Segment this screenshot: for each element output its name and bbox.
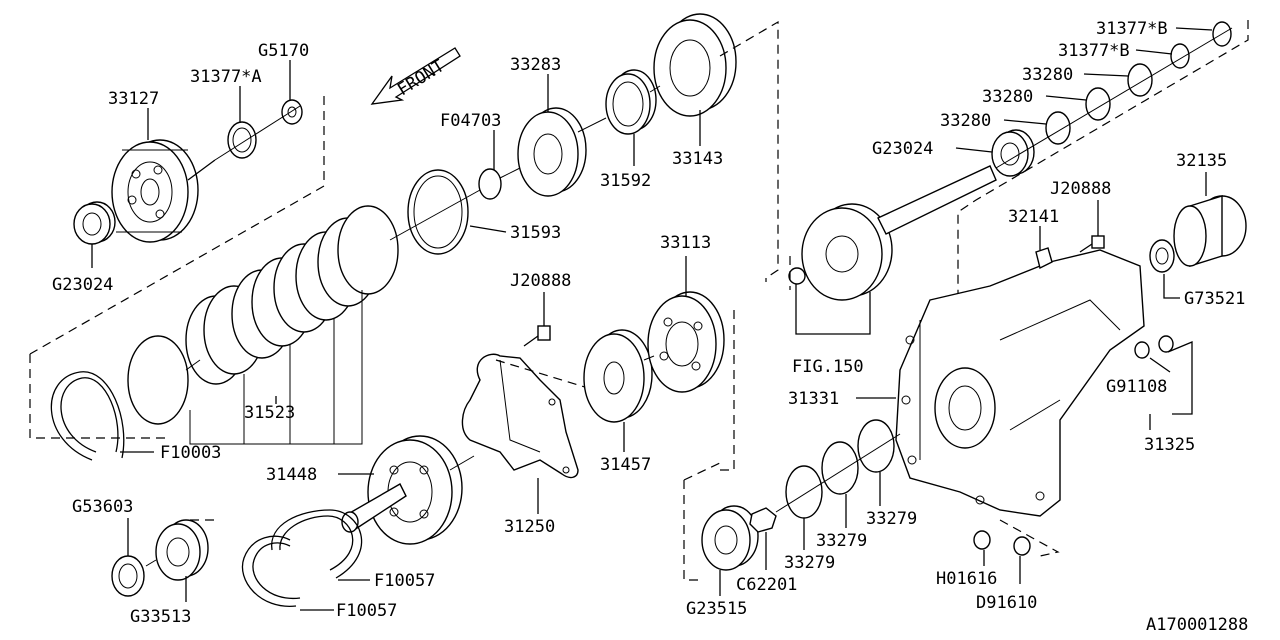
- clip-32141[interactable]: [1035, 247, 1053, 270]
- ring-33279-c[interactable]: [857, 419, 895, 473]
- label-g5170: G5170: [258, 41, 309, 61]
- snap-ring-f10003[interactable]: [50, 371, 125, 461]
- label-g33513: G33513: [130, 607, 191, 627]
- ring-33280-b[interactable]: [1085, 87, 1111, 121]
- label-33113: 33113: [660, 233, 711, 253]
- label-33279-a: 33279: [784, 553, 835, 573]
- bearing-g23024-left[interactable]: [73, 201, 116, 245]
- gear-33113[interactable]: [647, 291, 725, 393]
- ring-33280-c[interactable]: [1045, 111, 1071, 145]
- washer-g5170[interactable]: [281, 99, 303, 125]
- ring-f04703[interactable]: [478, 168, 502, 200]
- front-arrow-icon: [370, 47, 461, 105]
- washer-d91610[interactable]: [1013, 536, 1031, 556]
- plug-h01616[interactable]: [973, 530, 991, 550]
- nut-c62201[interactable]: [749, 507, 777, 533]
- ring-31592[interactable]: [605, 69, 657, 135]
- label-f10057-a: F10057: [374, 571, 435, 591]
- label-31523: 31523: [244, 403, 295, 423]
- label-31377b-2: 31377*B: [1058, 41, 1130, 61]
- label-33127: 33127: [108, 89, 159, 109]
- label-31457: 31457: [600, 455, 651, 475]
- label-31325: 31325: [1144, 435, 1195, 455]
- label-31377a: 31377*A: [190, 67, 262, 87]
- label-33279-c: 33279: [866, 509, 917, 529]
- label-31331: 31331: [788, 389, 839, 409]
- label-31592: 31592: [600, 171, 651, 191]
- seal-g73521[interactable]: [1149, 239, 1175, 273]
- label-g53603: G53603: [72, 497, 133, 517]
- label-32141: 32141: [1008, 207, 1059, 227]
- bolt-j20888-right[interactable]: [1079, 235, 1105, 253]
- ring-33280-a[interactable]: [1127, 63, 1153, 97]
- label-f04703: F04703: [440, 111, 501, 131]
- ring-33279-b[interactable]: [821, 441, 859, 495]
- label-33280-c: 33280: [940, 111, 991, 131]
- label-g23515: G23515: [686, 599, 747, 619]
- label-c62201: C62201: [736, 575, 797, 595]
- label-31250: 31250: [504, 517, 555, 537]
- ring-31377b-2[interactable]: [1170, 43, 1190, 69]
- transfer-case-31331[interactable]: [895, 249, 1145, 517]
- label-31448: 31448: [266, 465, 317, 485]
- label-32135: 32135: [1176, 151, 1227, 171]
- plug-g91108[interactable]: [1134, 335, 1174, 359]
- label-g91108: G91108: [1106, 377, 1167, 397]
- label-d91610: D91610: [976, 593, 1037, 613]
- label-g73521: G73521: [1184, 289, 1245, 309]
- leader-lines: [91, 27, 1213, 611]
- label-f10057-b: F10057: [336, 601, 397, 621]
- bearing-g23024-right[interactable]: [991, 129, 1035, 177]
- label-h01616: H01616: [936, 569, 997, 589]
- figure-id: A170001288: [1146, 615, 1248, 635]
- label-33280-a: 33280: [1022, 65, 1073, 85]
- bearing-g33513[interactable]: [155, 519, 209, 581]
- cover-31250[interactable]: [461, 353, 579, 479]
- ring-31377a[interactable]: [227, 121, 257, 159]
- label-31377b-top: 31377*B: [1096, 19, 1168, 39]
- bolt-j20888-mid[interactable]: [523, 325, 551, 347]
- label-j20888-mid: J20888: [510, 271, 571, 291]
- gear-31457[interactable]: [583, 329, 653, 423]
- label-g23024-left: G23024: [52, 275, 113, 295]
- drum-33143[interactable]: [653, 13, 737, 117]
- drum-33127[interactable]: [111, 139, 216, 243]
- bushing-fig150[interactable]: [788, 267, 806, 285]
- disc-33283[interactable]: [517, 107, 587, 197]
- label-fig150: FIG.150: [792, 357, 864, 377]
- seal-g53603[interactable]: [111, 555, 145, 597]
- output-shaft-fig150[interactable]: [801, 165, 997, 301]
- label-j20888-right: J20888: [1050, 179, 1111, 199]
- label-31593: 31593: [510, 223, 561, 243]
- label-f10003: F10003: [160, 443, 221, 463]
- label-33279-b: 33279: [816, 531, 867, 551]
- label-33280-b: 33280: [982, 87, 1033, 107]
- label-33143: 33143: [672, 149, 723, 169]
- label-g23024-right: G23024: [872, 139, 933, 159]
- snap-ring-f10057-b[interactable]: [241, 535, 301, 607]
- ring-33279-a[interactable]: [785, 465, 823, 519]
- plate-31593[interactable]: [407, 169, 469, 255]
- bearing-g23515[interactable]: [701, 505, 759, 571]
- gear-shaft-31448[interactable]: [341, 435, 463, 545]
- front-label: FRONT: [394, 56, 448, 100]
- snap-ring-f10057-a[interactable]: [271, 509, 363, 579]
- housing-32135[interactable]: [1173, 195, 1247, 267]
- label-33283: 33283: [510, 55, 561, 75]
- clutch-plates-31523[interactable]: [127, 205, 399, 425]
